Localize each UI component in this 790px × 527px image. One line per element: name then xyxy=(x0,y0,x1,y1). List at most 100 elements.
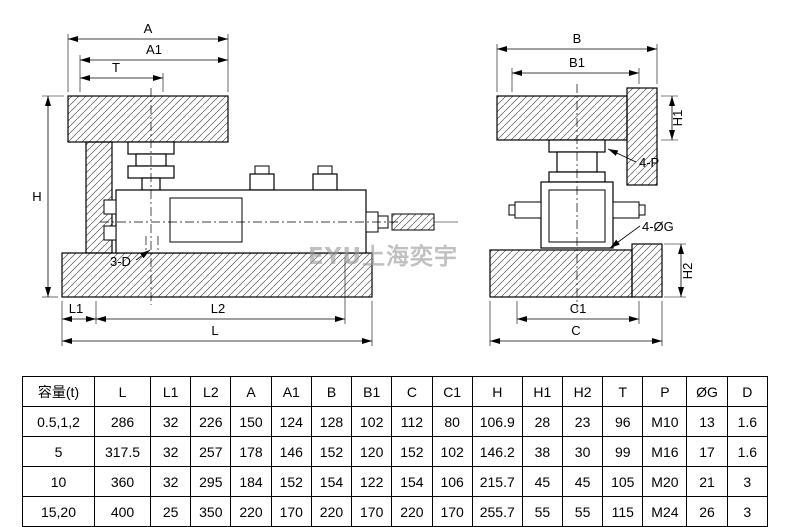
col-header: D xyxy=(726,376,769,407)
table-row: 0.5,1,2 286 32 226 150 124 128 102 112 8… xyxy=(22,406,769,437)
table-row: 5 317.5 32 257 178 146 152 120 152 102 1… xyxy=(22,436,769,467)
table-cell: 295 xyxy=(190,466,232,497)
table-cell: 170 xyxy=(270,496,312,527)
table-cell: 1.6 xyxy=(726,436,769,467)
table-cell: 1.6 xyxy=(726,406,769,437)
table-cell: 96 xyxy=(602,406,644,437)
dim-label-c1: C1 xyxy=(570,301,587,316)
side-view-dimensions: A A1 T H 3-D L1 L2 L xyxy=(32,21,373,346)
col-header: ØG xyxy=(686,376,728,407)
leader-label-4g: 4-ØG xyxy=(642,219,674,234)
col-header: L2 xyxy=(190,376,232,407)
col-header: L1 xyxy=(149,376,192,407)
col-header: C1 xyxy=(431,376,473,407)
side-view xyxy=(61,88,458,305)
table-cell: 32 xyxy=(149,466,192,497)
table-cell: 317.5 xyxy=(94,436,151,467)
table-cell: 152 xyxy=(310,436,353,467)
table-cell: M24 xyxy=(642,496,688,527)
col-header: L xyxy=(94,376,151,407)
hex-bolts xyxy=(249,165,338,191)
col-header: T xyxy=(602,376,644,407)
table-cell: 10 xyxy=(22,466,95,497)
table-cell: 17 xyxy=(686,436,728,467)
dim-label-a: A xyxy=(144,21,153,36)
top-right-rib xyxy=(626,87,658,186)
table-cell: 350 xyxy=(190,496,232,527)
dim-label-b: B xyxy=(573,31,582,46)
table-cell: 154 xyxy=(310,466,353,497)
table-cell: 105 xyxy=(602,466,644,497)
col-header: P xyxy=(642,376,688,407)
table-cell: 124 xyxy=(270,406,312,437)
top-plate-front xyxy=(496,95,628,141)
col-header: B xyxy=(310,376,353,407)
table-cell: 226 xyxy=(190,406,232,437)
dim-label-b1: B1 xyxy=(569,55,585,70)
table-cell: 26 xyxy=(686,496,728,527)
dim-label-h: H xyxy=(32,189,41,204)
table-cell: 45 xyxy=(521,466,563,497)
table-cell: 152 xyxy=(391,436,433,467)
table-row: 10 360 32 295 184 152 154 122 154 106 21… xyxy=(22,466,769,497)
dim-label-c: C xyxy=(571,323,580,338)
table-cell: 99 xyxy=(602,436,644,467)
spec-table: 容量(t) L L1 L2 A A1 B B1 C C1 H H1 H2 T P… xyxy=(22,376,769,527)
dim-label-l1: L1 xyxy=(69,301,83,316)
bottom-plate-section xyxy=(61,252,373,298)
table-cell: 146.2 xyxy=(471,436,523,467)
bottom-plate-front xyxy=(489,249,633,298)
col-header: H xyxy=(471,376,523,407)
table-cell: 15,20 xyxy=(22,496,95,527)
dim-label-h1: H1 xyxy=(670,110,685,127)
dim-label-a1: A1 xyxy=(146,42,162,57)
front-view xyxy=(489,84,663,310)
table-cell: 120 xyxy=(351,436,393,467)
table-cell: 3 xyxy=(726,496,769,527)
table-cell: 106.9 xyxy=(471,406,523,437)
table-cell: 45 xyxy=(561,466,604,497)
table-cell: 3 xyxy=(726,466,769,497)
table-cell: 5 xyxy=(22,436,95,467)
table-cell: 170 xyxy=(431,496,473,527)
table-cell: 102 xyxy=(351,406,393,437)
table-cell: 220 xyxy=(310,496,353,527)
dim-label-t: T xyxy=(112,60,120,75)
table-cell: 400 xyxy=(94,496,151,527)
table-cell: 255.7 xyxy=(471,496,523,527)
table-cell: 115 xyxy=(602,496,644,527)
dim-label-h2: H2 xyxy=(680,263,695,280)
table-cell: 102 xyxy=(431,436,473,467)
col-header: H1 xyxy=(521,376,563,407)
table-cell: 154 xyxy=(391,466,433,497)
table-cell: 0.5,1,2 xyxy=(22,406,95,437)
table-cell: 21 xyxy=(686,466,728,497)
table-cell: 170 xyxy=(351,496,393,527)
bottom-right-rib xyxy=(631,243,663,298)
col-header: 容量(t) xyxy=(22,376,95,407)
table-cell: M16 xyxy=(642,436,688,467)
leader-label-4p: 4-P xyxy=(639,155,659,170)
table-cell: 13 xyxy=(686,406,728,437)
header-row: 容量(t) L L1 L2 A A1 B B1 C C1 H H1 H2 T P… xyxy=(22,376,769,407)
table-cell: 220 xyxy=(230,496,272,527)
table-cell: 28 xyxy=(521,406,563,437)
table-cell: 80 xyxy=(431,406,473,437)
table-cell: 32 xyxy=(149,406,192,437)
table-cell: 106 xyxy=(431,466,473,497)
table-cell: 23 xyxy=(561,406,604,437)
col-header: C xyxy=(391,376,433,407)
table-row: 15,20 400 25 350 220 170 220 170 220 170… xyxy=(22,496,769,527)
col-header: A xyxy=(230,376,272,407)
col-header: H2 xyxy=(561,376,604,407)
table-cell: 32 xyxy=(149,436,192,467)
load-cell-body xyxy=(103,189,367,254)
front-view-dimensions: B B1 H1 H2 4-P 4-ØG C1 C xyxy=(489,31,695,346)
table-cell: 215.7 xyxy=(471,466,523,497)
table-cell: 122 xyxy=(351,466,393,497)
leader-label-3d: 3-D xyxy=(110,254,131,269)
col-header: A1 xyxy=(270,376,312,407)
load-button xyxy=(127,141,175,191)
side-bracket-section xyxy=(85,141,113,254)
table-cell: 152 xyxy=(270,466,312,497)
